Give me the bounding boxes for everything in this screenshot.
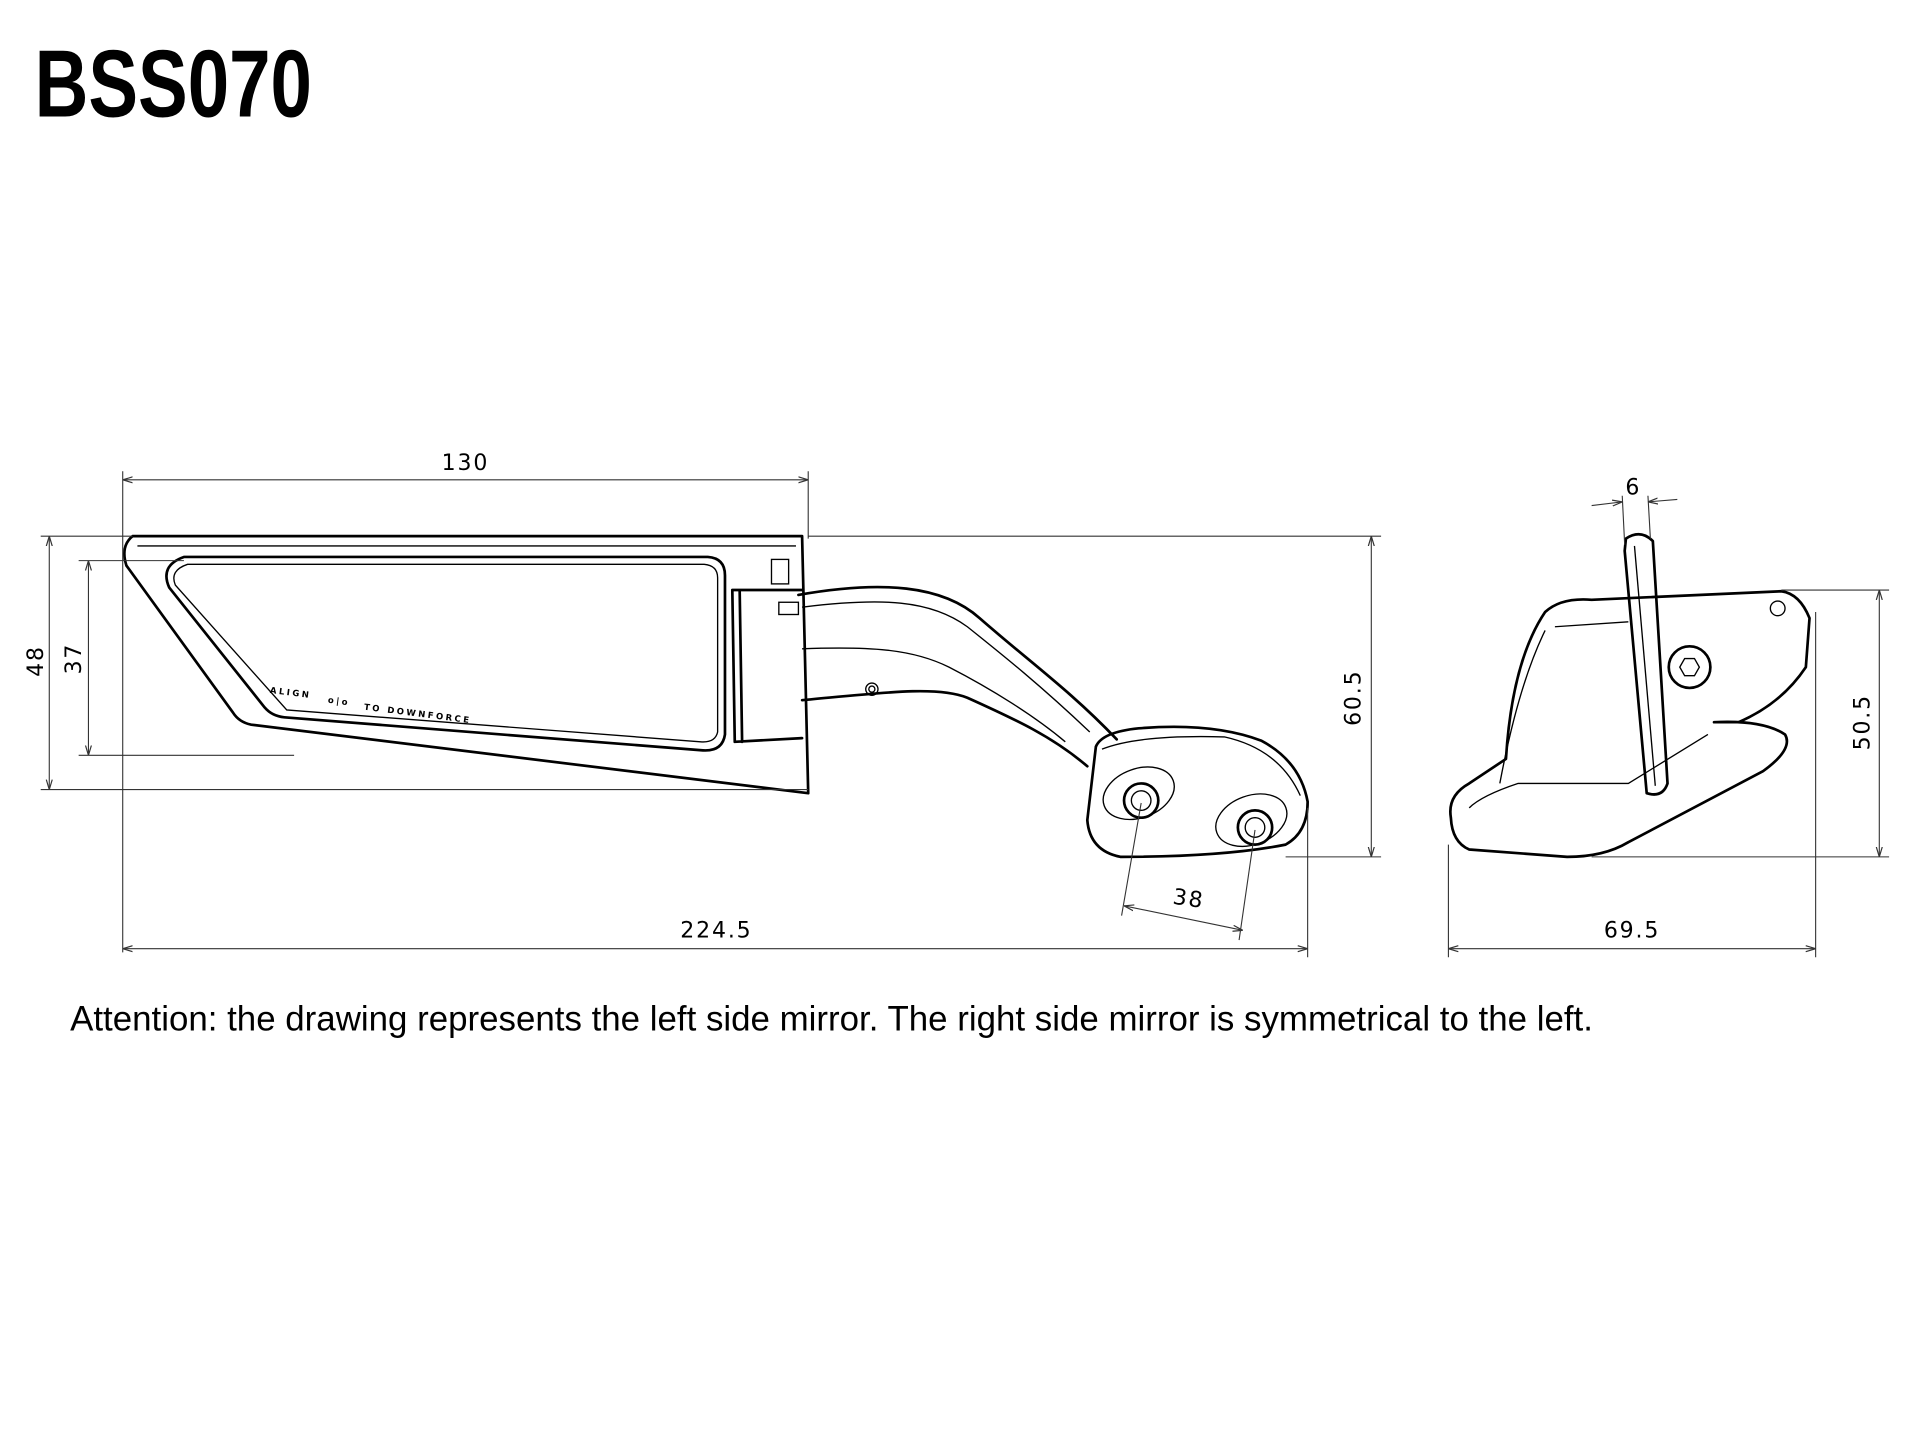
mirror-side-view	[1449, 532, 1811, 859]
dim-69-5: 69.5	[1604, 919, 1660, 944]
downforce-marking: TO DOWNFORCE	[363, 703, 472, 726]
attention-caption: Attention: the drawing represents the le…	[70, 1000, 1593, 1039]
dim-50-5: 50.5	[1851, 694, 1876, 750]
dim-224-5: 224.5	[680, 919, 752, 944]
dim-38: 38	[1171, 885, 1206, 914]
dim-60-5: 60.5	[1341, 670, 1366, 726]
align-marking: ALIGN	[269, 686, 312, 701]
mirror-arm	[797, 585, 1119, 768]
align-symbol: o|o	[327, 696, 350, 709]
dim-37: 37	[62, 643, 87, 675]
mount-base	[1085, 725, 1309, 859]
dim-6: 6	[1625, 476, 1641, 501]
mirror-front-view: ALIGN o|o TO DOWNFORCE	[123, 534, 810, 795]
dim-130: 130	[442, 451, 490, 476]
dimension-lines	[40, 471, 1890, 958]
dim-48: 48	[24, 645, 49, 677]
product-code-title: BSS070	[35, 30, 312, 137]
